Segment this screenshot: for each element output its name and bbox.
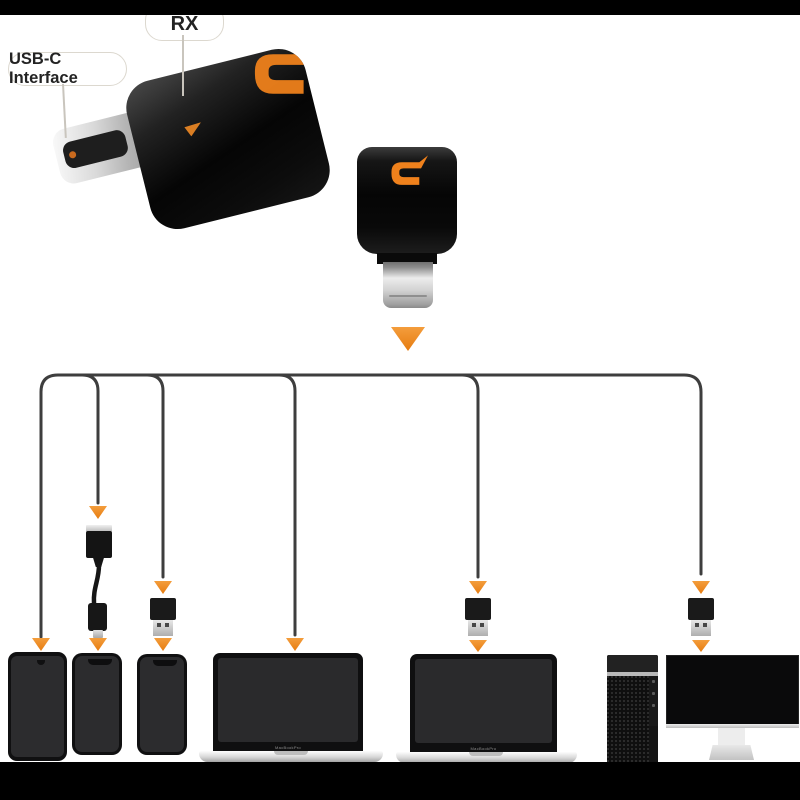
adapter-photo-3d — [40, 43, 336, 245]
usb-a-dongle-body — [150, 598, 176, 620]
usb-cable-connector — [86, 531, 112, 558]
monitor-stand-neck — [718, 728, 745, 746]
top-letterbox-bar — [0, 0, 800, 15]
down-arrow-icon — [692, 581, 710, 594]
usb-a-pin-hole — [703, 623, 707, 627]
down-arrow-icon — [469, 581, 487, 594]
iphone — [137, 654, 187, 755]
macbook-laptop-base — [396, 752, 577, 763]
connection-tree — [32, 327, 710, 652]
callout-rx-label: RX — [170, 12, 199, 35]
usb-a-dongle — [465, 598, 491, 638]
usb-a-plug — [468, 620, 488, 636]
usb-c-plug-pin — [68, 150, 77, 160]
usb-a-pin-hole — [480, 623, 484, 627]
callout-rx-leader-line — [182, 35, 184, 96]
android-phone — [8, 652, 67, 761]
down-arrow-icon — [89, 506, 107, 519]
laptop-hinge-label: MacBookPro — [275, 745, 301, 750]
adapter-body — [357, 147, 457, 254]
usb-c-plug-seam — [389, 295, 427, 297]
monitor-stand-base — [709, 745, 754, 760]
usb-a-pin-hole — [157, 623, 161, 627]
usb-a-plug — [691, 620, 711, 636]
waterdrop-notch — [37, 660, 45, 665]
iphone — [72, 653, 122, 755]
tower-port — [652, 692, 655, 695]
usb-c-plug-slot — [61, 128, 130, 170]
laptop-base-notch — [274, 751, 308, 755]
usb-cable-lightning-connector — [88, 603, 107, 631]
bottom-letterbox-bar — [0, 762, 800, 800]
orange-c-logo-icon — [254, 43, 319, 94]
callout-usbc: USB-C Interface — [8, 50, 127, 87]
down-arrow-icon — [692, 640, 710, 652]
usb-a-dongle-body — [465, 598, 491, 620]
down-arrow-icon — [391, 327, 425, 351]
adapter-body — [120, 43, 336, 235]
down-arrow-icon — [469, 640, 487, 652]
connection-lines — [39, 373, 703, 639]
phone-screen — [75, 656, 119, 752]
usb-cable-lightning-tip — [93, 630, 103, 638]
branch-line-3 — [145, 373, 165, 579]
orange-c-logo-icon — [391, 155, 428, 185]
phone-screen — [140, 657, 184, 752]
usb-cable-strain-relief — [92, 557, 105, 567]
macbook-laptop-base — [199, 751, 383, 762]
tower-port — [652, 704, 655, 707]
orange-arrow-mark-icon — [184, 122, 202, 137]
branch-line-4 — [277, 373, 297, 637]
trunk-line — [39, 373, 703, 639]
usb-a-dongle — [688, 598, 714, 638]
phone-screen — [11, 656, 64, 757]
desktop-monitor-screen — [666, 655, 799, 726]
adapter-neck — [377, 253, 437, 264]
usb-a-pin-hole — [472, 623, 476, 627]
iphone-notch — [153, 660, 177, 666]
branch-line-2 — [80, 373, 100, 505]
down-arrow-icon — [154, 638, 172, 651]
tower-mesh-front — [607, 676, 649, 762]
usb-a-dongle — [150, 598, 176, 638]
usb-a-pin-hole — [695, 623, 699, 627]
down-arrow-icon — [89, 638, 107, 651]
macbook-laptop-screen: MacBookPro — [213, 653, 363, 751]
tower-port — [652, 680, 655, 683]
monitor-bottom-bezel — [666, 724, 799, 728]
usb-cable-connector-cap — [86, 525, 112, 532]
down-arrows — [32, 327, 710, 652]
tower-port-column — [649, 676, 658, 726]
callout-usbc-label: USB-C Interface — [9, 50, 78, 87]
macbook-laptop-screen: MacBookPro — [410, 654, 557, 752]
usb-a-plug — [153, 620, 173, 636]
laptop-base-notch — [469, 752, 503, 756]
down-arrow-icon — [154, 581, 172, 594]
laptop-display — [415, 659, 552, 743]
usb-a-dongle-body — [688, 598, 714, 620]
usb-a-pin-hole — [165, 623, 169, 627]
usb-c-plug — [383, 262, 433, 308]
desktop-tower-pc — [607, 655, 658, 762]
tower-silver-stripe — [607, 672, 658, 676]
adapter-photo-front — [355, 145, 465, 315]
laptop-hinge-label: MacBookPro — [470, 746, 497, 751]
down-arrow-icon — [286, 638, 304, 651]
laptop-display — [218, 658, 358, 742]
branch-line-5 — [460, 373, 480, 579]
usb-cable-wire — [91, 562, 102, 606]
iphone-notch — [88, 659, 112, 665]
down-arrow-icon — [32, 638, 50, 651]
